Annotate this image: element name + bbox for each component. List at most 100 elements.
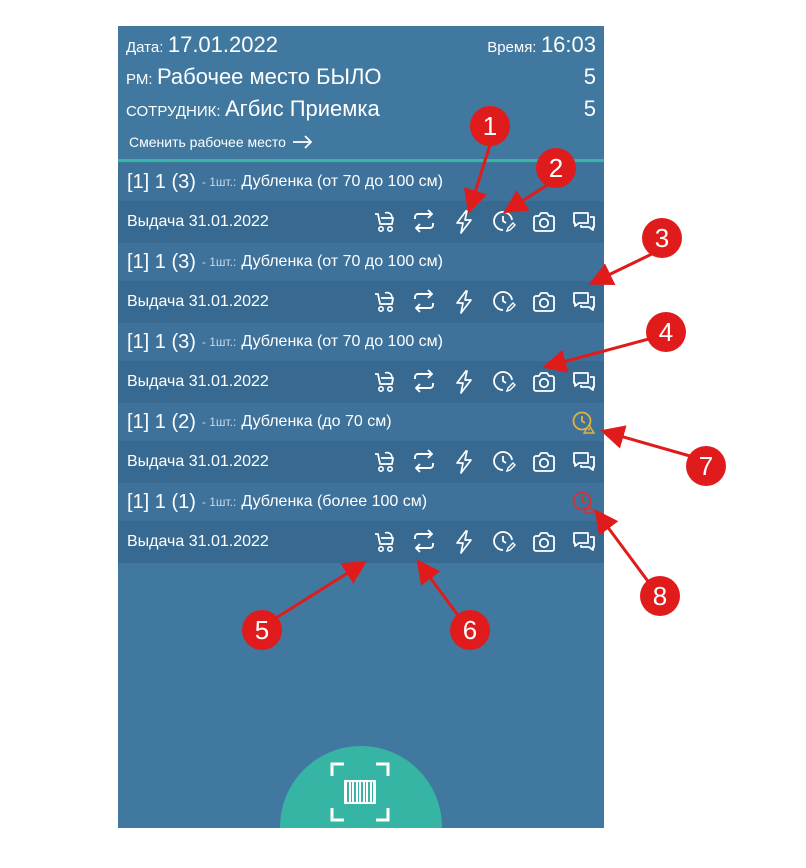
- item-actions: [358, 521, 598, 563]
- camera-icon[interactable]: [530, 288, 558, 316]
- workplace-count: 5: [583, 64, 596, 89]
- issue-date: Выдача 31.01.2022: [127, 213, 269, 230]
- issue-date: Выдача 31.01.2022: [127, 453, 269, 470]
- stroller-icon[interactable]: [370, 288, 398, 316]
- order-item-footer: Выдача 31.01.2022: [118, 521, 604, 563]
- lightning-icon[interactable]: [450, 448, 478, 476]
- app-screen: Дата: 17.01.2022 Время: 16:03 РМ: Рабоче…: [118, 26, 604, 828]
- workplace-label: РМ:: [126, 71, 153, 88]
- workplace-row: РМ: Рабочее место БЫЛО 5: [126, 64, 596, 90]
- issue-date: Выдача 31.01.2022: [127, 533, 269, 550]
- item-id: [1] 1 (3): [127, 170, 196, 193]
- clock-edit-icon[interactable]: [490, 368, 518, 396]
- item-id: [1] 1 (3): [127, 250, 196, 273]
- item-actions: [358, 201, 598, 243]
- order-item-footer: Выдача 31.01.2022: [118, 201, 604, 243]
- order-item-footer: Выдача 31.01.2022: [118, 281, 604, 323]
- item-actions: [358, 441, 598, 483]
- warning-clock-icon: [572, 411, 595, 434]
- chat-icon[interactable]: [570, 288, 598, 316]
- employee-row: СОТРУДНИК: Агбис Приемка 5: [126, 96, 596, 122]
- chat-icon[interactable]: [570, 208, 598, 236]
- item-actions: [358, 281, 598, 323]
- date-label: Дата:: [126, 39, 164, 56]
- arrow-right-icon: [292, 135, 313, 149]
- order-item-header: [1] 1 (3) - 1шт.: Дубленка (от 70 до 100 с…: [118, 323, 604, 361]
- item-name: Дубленка (от 70 до 100 см): [241, 253, 444, 270]
- callout-badge-5: 5: [242, 610, 282, 650]
- item-quantity: - 1шт.:: [201, 335, 237, 349]
- employee-label: СОТРУДНИК:: [126, 103, 221, 120]
- stroller-icon[interactable]: [370, 368, 398, 396]
- change-workplace-link[interactable]: Сменить рабочее место: [129, 134, 314, 150]
- order-item[interactable]: [1] 1 (3) - 1шт.: Дубленка (от 70 до 100 с…: [118, 243, 604, 323]
- order-item-footer: Выдача 31.01.2022: [118, 361, 604, 403]
- time-label: Время:: [487, 39, 537, 56]
- clock-edit-icon[interactable]: [490, 208, 518, 236]
- item-name: Дубленка (до 70 см): [241, 413, 392, 430]
- order-item-header: [1] 1 (1) - 1шт.: Дубленка (более 100 см): [118, 483, 604, 521]
- item-quantity: - 1шт.:: [201, 175, 237, 189]
- chat-icon[interactable]: [570, 528, 598, 556]
- item-quantity: - 1шт.:: [201, 495, 237, 509]
- order-item-header: [1] 1 (3) - 1шт.: Дубленка (от 70 до 100 с…: [118, 243, 604, 281]
- chat-icon[interactable]: [570, 448, 598, 476]
- overdue-clock-icon: [572, 491, 595, 514]
- issue-date: Выдача 31.01.2022: [127, 373, 269, 390]
- time-value: 16:03: [540, 32, 596, 57]
- order-item[interactable]: [1] 1 (3) - 1шт.: Дубленка (от 70 до 100 с…: [118, 163, 604, 243]
- callout-arrow-7: [600, 425, 691, 458]
- lightning-icon[interactable]: [450, 368, 478, 396]
- item-actions: [358, 361, 598, 403]
- clock-edit-icon[interactable]: [490, 288, 518, 316]
- order-item[interactable]: [1] 1 (2) - 1шт.: Дубленка (до 70 см) Выдач…: [118, 403, 604, 483]
- order-item-header: [1] 1 (2) - 1шт.: Дубленка (до 70 см): [118, 403, 604, 441]
- callout-badge-7: 7: [686, 446, 726, 486]
- callout-badge-2: 2: [536, 148, 576, 188]
- exchange-icon[interactable]: [410, 368, 438, 396]
- order-item[interactable]: [1] 1 (3) - 1шт.: Дубленка (от 70 до 100 с…: [118, 323, 604, 403]
- callout-badge-1: 1: [470, 106, 510, 146]
- exchange-icon[interactable]: [410, 288, 438, 316]
- item-id: [1] 1 (2): [127, 410, 196, 433]
- item-id: [1] 1 (3): [127, 330, 196, 353]
- item-name: Дубленка (более 100 см): [241, 493, 428, 510]
- clock-edit-icon[interactable]: [490, 528, 518, 556]
- workplace-value: Рабочее место БЫЛО: [156, 64, 382, 89]
- camera-icon[interactable]: [530, 448, 558, 476]
- item-quantity: - 1шт.:: [201, 255, 237, 269]
- clock-edit-icon[interactable]: [490, 448, 518, 476]
- exchange-icon[interactable]: [410, 528, 438, 556]
- item-name: Дубленка (от 70 до 100 см): [241, 173, 444, 190]
- item-name: Дубленка (от 70 до 100 см): [241, 333, 444, 350]
- stroller-icon[interactable]: [370, 528, 398, 556]
- lightning-icon[interactable]: [450, 528, 478, 556]
- lightning-icon[interactable]: [450, 208, 478, 236]
- order-item-header: [1] 1 (3) - 1шт.: Дубленка (от 70 до 100 с…: [118, 163, 604, 201]
- stroller-icon[interactable]: [370, 448, 398, 476]
- issue-date: Выдача 31.01.2022: [127, 293, 269, 310]
- callout-arrow-8: [594, 509, 652, 585]
- callout-badge-3: 3: [642, 218, 682, 258]
- camera-icon[interactable]: [530, 208, 558, 236]
- change-workplace-label: Сменить рабочее место: [129, 134, 286, 150]
- callout-badge-4: 4: [646, 312, 686, 352]
- camera-icon[interactable]: [530, 368, 558, 396]
- header-divider: [118, 159, 604, 162]
- employee-value: Агбис Приемка: [225, 96, 380, 121]
- date-value: 17.01.2022: [167, 32, 278, 57]
- camera-icon[interactable]: [530, 528, 558, 556]
- employee-count: 5: [583, 96, 596, 121]
- item-quantity: - 1шт.:: [201, 415, 237, 429]
- barcode-scan-icon: [330, 762, 390, 822]
- stroller-icon[interactable]: [370, 208, 398, 236]
- item-id: [1] 1 (1): [127, 490, 196, 513]
- date-row: Дата: 17.01.2022 Время: 16:03: [126, 32, 596, 58]
- exchange-icon[interactable]: [410, 448, 438, 476]
- callout-badge-8: 8: [640, 576, 680, 616]
- order-item[interactable]: [1] 1 (1) - 1шт.: Дубленка (более 100 см) В…: [118, 483, 604, 563]
- chat-icon[interactable]: [570, 368, 598, 396]
- scan-barcode-button[interactable]: [280, 746, 442, 828]
- lightning-icon[interactable]: [450, 288, 478, 316]
- exchange-icon[interactable]: [410, 208, 438, 236]
